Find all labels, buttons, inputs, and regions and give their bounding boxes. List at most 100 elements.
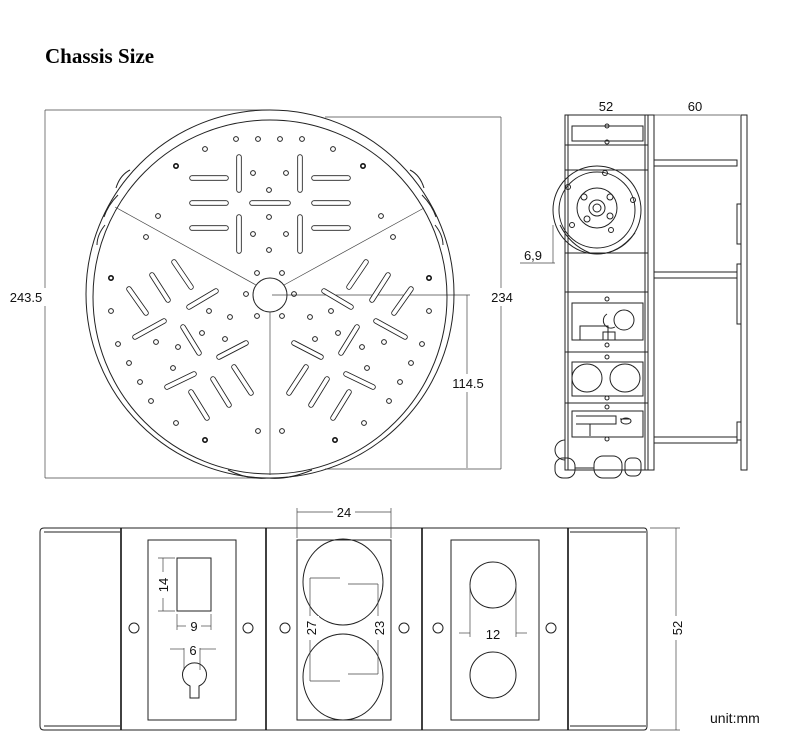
mounting-hole [426, 308, 432, 314]
mounting-hole [279, 428, 285, 434]
dim-bracket: 60 [688, 99, 702, 114]
slot [126, 286, 149, 316]
plate-holes [108, 136, 432, 443]
mounting-hole [254, 270, 260, 276]
mounting-hole [202, 146, 208, 152]
side-view: 52 60 [520, 99, 748, 479]
panel-large-holes: 24 27 23 [279, 505, 410, 721]
slot [132, 318, 167, 340]
mounting-hole [233, 136, 239, 142]
mounting-hole [266, 187, 272, 193]
mecanum-wheel [552, 165, 642, 255]
dim-height: 52 [670, 621, 685, 635]
panel-switch: 14 9 6 [128, 539, 254, 721]
mounting-hole [255, 136, 261, 142]
slot [321, 288, 354, 310]
mounting-hole [330, 146, 336, 152]
dim-inner-diameter: 234 [491, 290, 513, 305]
slot [171, 259, 194, 290]
mounting-hole [170, 365, 176, 371]
slot [231, 364, 254, 396]
dim-small-circle: 23 [372, 621, 387, 635]
mounting-hole [202, 436, 209, 443]
dim-outer-diameter: 243.5 [10, 290, 43, 305]
dim-width: 52 [599, 99, 613, 114]
mounting-hole [378, 213, 384, 219]
mounting-hole [359, 163, 366, 170]
side-box-2 [571, 354, 644, 401]
mounting-hole [266, 214, 272, 220]
mounting-hole [153, 339, 159, 345]
mounting-hole [279, 270, 285, 276]
mounting-hole [419, 341, 425, 347]
dim-hole-spacing: 12 [486, 627, 500, 642]
mounting-hole [312, 336, 318, 342]
mounting-hole [283, 170, 289, 176]
mounting-hole [255, 428, 261, 434]
mounting-hole [173, 420, 179, 426]
height-dimension: 52 [650, 527, 685, 731]
end-plate [740, 114, 748, 471]
mounting-hole [266, 247, 272, 253]
slot [291, 340, 324, 360]
mounting-hole [115, 341, 121, 347]
dim-rect-height: 14 [156, 578, 171, 592]
mounting-hole [328, 308, 334, 314]
mounting-hole [222, 336, 228, 342]
mounting-hole [206, 308, 212, 314]
mounting-hole [335, 330, 341, 336]
dim-keyhole: 6 [189, 643, 196, 658]
top-view: 243.5 234 114.5 [2, 109, 516, 479]
mounting-hole [143, 234, 149, 240]
mounting-hole [175, 344, 181, 350]
mounting-hole [283, 231, 289, 237]
mounting-hole [361, 420, 367, 426]
mounting-hole [291, 291, 297, 297]
slot [330, 389, 352, 421]
mounting-hole [307, 314, 313, 320]
mounting-hole [250, 170, 256, 176]
slot [210, 376, 232, 408]
slot [343, 371, 376, 390]
bottom-view: 14 9 6 24 27 23 [39, 505, 760, 731]
mounting-hole [108, 274, 115, 281]
mounting-hole [173, 163, 180, 170]
side-box-1 [571, 296, 644, 348]
unit-label: unit:mm [710, 710, 760, 726]
mounting-hole [364, 365, 370, 371]
slot [180, 324, 202, 356]
side-box-3 [571, 404, 644, 442]
mounting-hole [250, 231, 256, 237]
wheel-offset-dimension: 6,9 [520, 225, 555, 264]
slot [286, 364, 309, 396]
slot [391, 286, 414, 316]
mounting-hole [137, 379, 143, 385]
mounting-hole [279, 313, 285, 319]
right-end-cap [568, 527, 648, 731]
slot [338, 324, 360, 356]
left-end-cap [39, 527, 122, 731]
dim-wheel-offset: 6,9 [524, 248, 542, 263]
slot [164, 371, 197, 390]
slot [308, 376, 330, 408]
rim-wheels [96, 169, 444, 479]
mounting-hole [425, 274, 432, 281]
mounting-hole [299, 136, 305, 142]
mounting-hole [359, 344, 365, 350]
mounting-hole [390, 234, 396, 240]
dim-circle-spacing: 24 [337, 505, 351, 520]
mounting-hole [108, 308, 114, 314]
slot [369, 272, 391, 303]
rails [653, 159, 738, 444]
mounting-hole [148, 398, 154, 404]
mounting-hole [381, 339, 387, 345]
mounting-hole [331, 436, 338, 443]
mounting-hole [126, 360, 132, 366]
mounting-hole [243, 291, 249, 297]
sector-dividers [114, 206, 425, 475]
plate-slots [126, 154, 414, 421]
mounting-hole [386, 398, 392, 404]
dim-center-to-edge: 114.5 [452, 376, 484, 391]
keyhole-cutout [182, 662, 207, 699]
